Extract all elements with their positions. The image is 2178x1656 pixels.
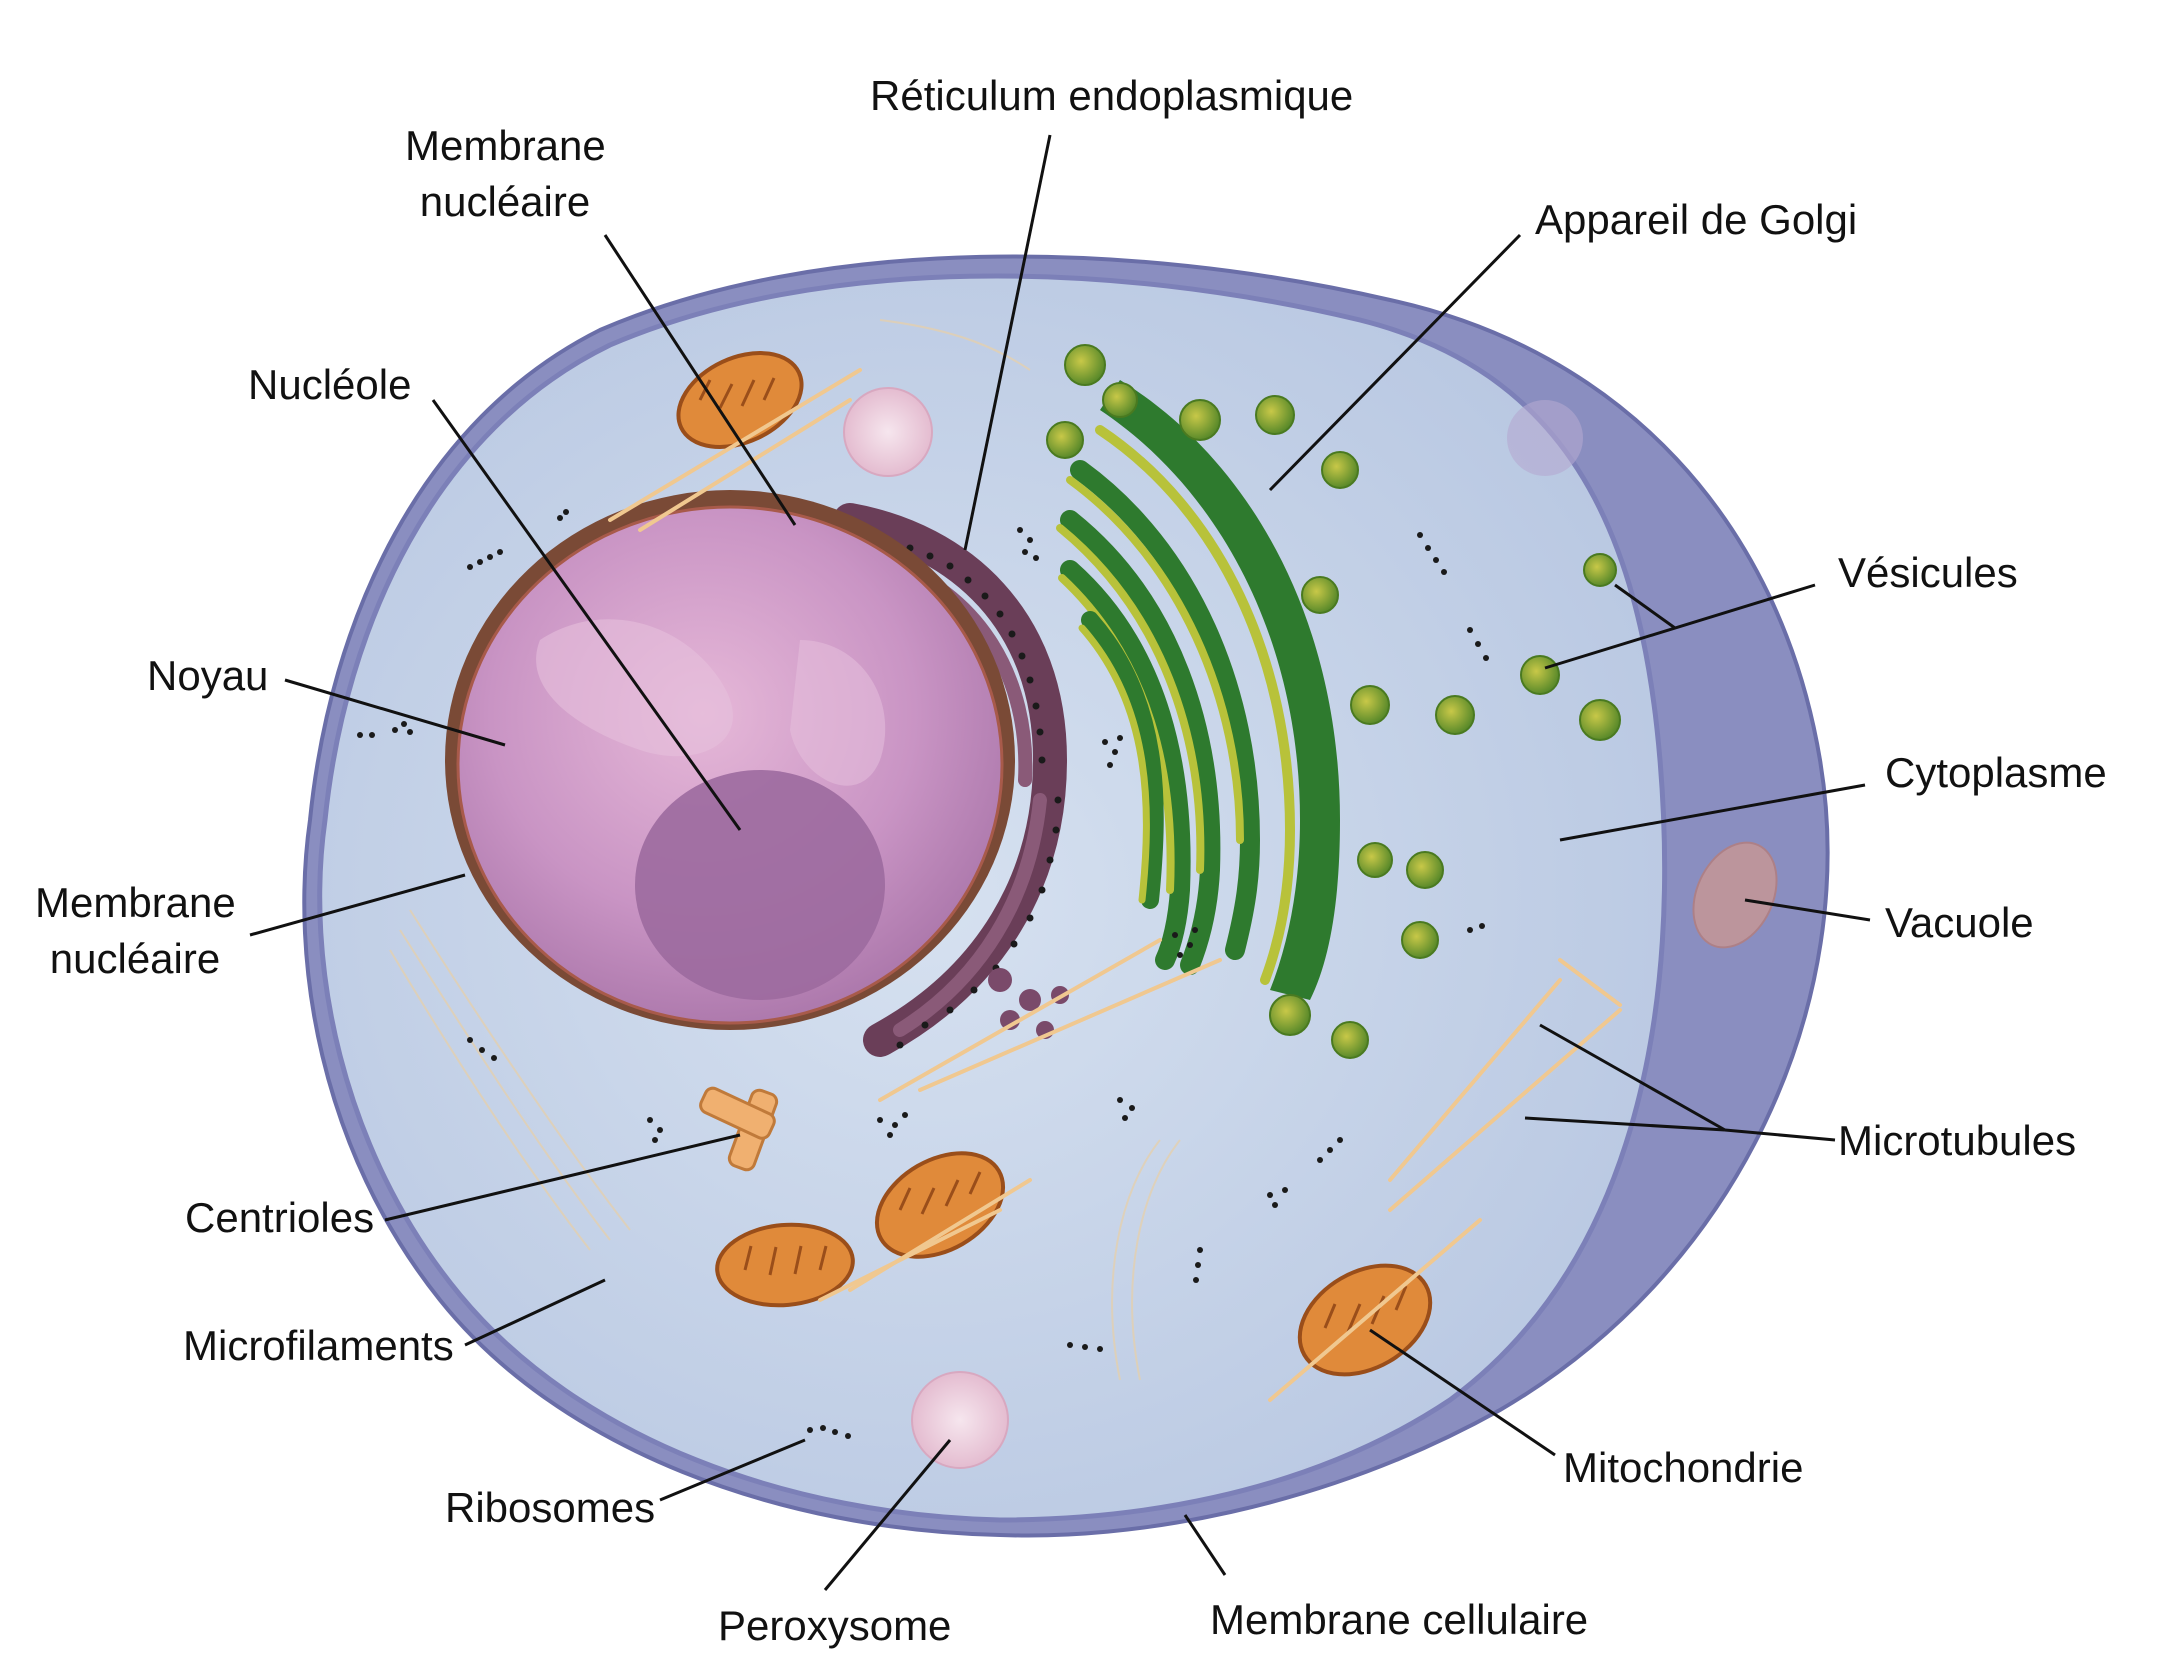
label-membrane-nucleaire-top: Membrane nucléaire <box>405 122 606 225</box>
label-mitochondrie: Mitochondrie <box>1563 1444 1804 1491</box>
vesicles <box>1046 344 1621 1059</box>
label-microtubules: Microtubules <box>1838 1117 2077 1164</box>
label-centrioles: Centrioles <box>185 1194 375 1241</box>
label-nucleole: Nucléole <box>248 361 412 408</box>
peroxisomes <box>843 387 1583 1469</box>
golgi-apparatus <box>1056 380 1340 1000</box>
ribosomes <box>357 509 1489 1439</box>
label-membrane-cellulaire: Membrane cellulaire <box>1210 1596 1589 1643</box>
nucleus <box>445 490 1015 1030</box>
centrioles <box>699 1086 779 1172</box>
nucleolus <box>635 770 885 1000</box>
label-noyau: Noyau <box>147 652 269 699</box>
label-ribosomes: Ribosomes <box>445 1484 656 1531</box>
label-reticulum-endoplasmique: Réticulum endoplasmique <box>870 72 1354 119</box>
microtubules <box>608 368 1622 1402</box>
label-appareil-de-golgi: Appareil de Golgi <box>1535 196 1858 243</box>
label-peroxysome: Peroxysome <box>718 1602 952 1649</box>
microfilaments <box>389 319 1181 1381</box>
label-cytoplasme: Cytoplasme <box>1885 749 2107 796</box>
vacuole <box>1692 841 1778 949</box>
label-membrane-nucleaire-left: Membrane nucléaire <box>35 879 236 982</box>
label-vesicules: Vésicules <box>1838 549 2018 596</box>
label-microfilaments: Microfilaments <box>183 1322 454 1369</box>
leader-lines <box>249 134 1871 1591</box>
label-vacuole: Vacuole <box>1885 899 2034 946</box>
